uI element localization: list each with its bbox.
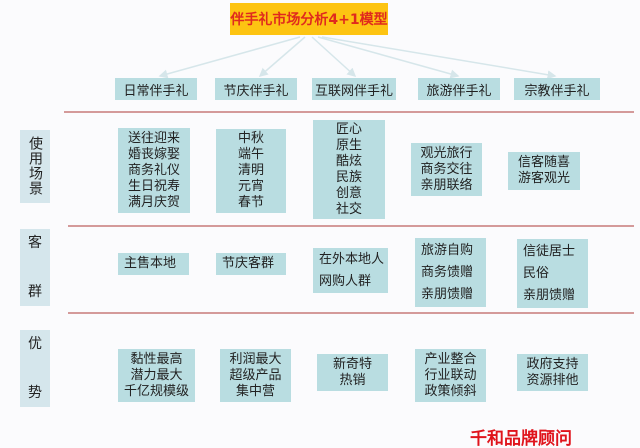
cell-box: 主售本地 [118, 253, 189, 275]
cell-line: 民族 [335, 169, 362, 185]
divider [68, 225, 634, 227]
cell-line: 主售本地 [124, 256, 177, 271]
cell-box: 节庆客群 [216, 253, 286, 275]
cell-line: 潜力最大 [130, 367, 183, 383]
cell-line: 匠心 [335, 121, 362, 137]
row-label-char: 势 [28, 385, 42, 401]
cell-line: 元宵 [237, 179, 264, 194]
cell-line: 中秋 [237, 131, 264, 146]
brand-footer: 千和品牌顾问 [470, 429, 572, 448]
cell-line: 在外本地人 [319, 251, 385, 267]
cell-line: 创意 [335, 185, 362, 201]
cell-box: 新奇特热销 [317, 354, 388, 391]
cell-line: 信客随喜 [517, 155, 570, 170]
cell-line: 清明 [237, 163, 264, 178]
category-religion: 宗教伴手礼 [514, 78, 600, 100]
cell-line: 旅游自购 [421, 242, 474, 258]
arrow-5 [321, 36, 557, 80]
cell-box: 黏性最高潜力最大千亿规模级 [118, 349, 195, 402]
divider [68, 312, 634, 314]
cell-line: 网购人群 [319, 273, 372, 289]
arrow-1 [158, 36, 301, 79]
cell-line: 民俗 [523, 265, 550, 281]
cell-line: 信徒居士 [523, 243, 576, 259]
cell-line: 观光旅行 [420, 145, 473, 161]
cell-box: 产业整合行业联动政策倾斜 [415, 349, 486, 402]
cell-line: 热销 [339, 372, 366, 388]
cell-line: 酷炫 [335, 153, 362, 169]
cell-line: 新奇特 [332, 356, 372, 372]
cell-line: 婚丧嫁娶 [127, 146, 180, 162]
cell-line: 黏性最高 [130, 351, 183, 367]
cell-box: 匠心原生酷炫民族创意社交 [313, 120, 385, 219]
cell-line: 集中营 [235, 383, 275, 399]
category-festival: 节庆伴手礼 [215, 78, 297, 100]
cell-line: 资源排他 [526, 372, 579, 388]
cell-box: 中秋端午清明元宵春节 [216, 129, 286, 213]
diagram-title: 伴手礼市场分析4+1模型 [230, 3, 388, 35]
cell-line: 利润最大 [229, 351, 282, 367]
row-label-advantages: 优 势 [20, 330, 50, 407]
cell-line: 千亿规模级 [123, 383, 189, 399]
cell-box: 信客随喜游客观光 [508, 152, 580, 190]
cell-line: 商务馈赠 [421, 264, 474, 280]
cell-line: 满月庆贺 [127, 194, 180, 210]
cell-box: 观光旅行商务交往亲朋联络 [411, 143, 482, 196]
cell-line: 社交 [335, 201, 362, 217]
row-label-text: 使用场景 [27, 136, 43, 196]
cell-line: 亲朋馈赠 [421, 286, 474, 302]
row-label-char: 优 [28, 336, 42, 352]
cell-box: 送往迎来婚丧嫁娶商务礼仪生日祝寿满月庆贺 [118, 128, 190, 213]
cell-line: 节庆客群 [222, 256, 275, 271]
cell-line: 商务礼仪 [127, 162, 180, 178]
cell-line: 送往迎来 [127, 130, 180, 146]
arrow-2 [258, 36, 306, 77]
cell-box: 政府支持资源排他 [517, 354, 588, 391]
cell-box: 旅游自购商务馈赠亲朋馈赠 [415, 238, 486, 307]
cell-line: 端午 [237, 147, 264, 162]
row-label-char: 客 [28, 235, 42, 251]
cell-line: 行业联动 [424, 367, 477, 383]
cell-line: 政策倾斜 [424, 383, 477, 399]
divider [64, 111, 634, 113]
arrow-4 [317, 36, 460, 79]
arrow-3 [311, 36, 357, 78]
cell-box: 利润最大超级产品集中营 [220, 349, 291, 402]
cell-box: 在外本地人网购人群 [313, 248, 388, 293]
cell-line: 游客观光 [517, 171, 570, 186]
cell-line: 政府支持 [526, 356, 579, 372]
category-internet: 互联网伴手礼 [312, 78, 396, 100]
row-label-scenario: 使用场景 [20, 130, 50, 203]
cell-line: 产业整合 [424, 351, 477, 367]
cell-line: 超级产品 [229, 367, 282, 383]
cell-line: 商务交往 [420, 161, 473, 177]
cell-line: 春节 [237, 195, 264, 210]
category-travel: 旅游伴手礼 [418, 78, 500, 100]
cell-line: 亲朋联络 [420, 177, 473, 193]
cell-line: 生日祝寿 [127, 178, 180, 194]
category-daily: 日常伴手礼 [115, 78, 197, 100]
row-label-char: 群 [28, 284, 42, 300]
cell-box: 信徒居士民俗亲朋馈赠 [517, 239, 588, 308]
cell-line: 原生 [335, 137, 362, 153]
cell-line: 亲朋馈赠 [523, 287, 576, 303]
row-label-customers: 客 群 [20, 229, 50, 306]
